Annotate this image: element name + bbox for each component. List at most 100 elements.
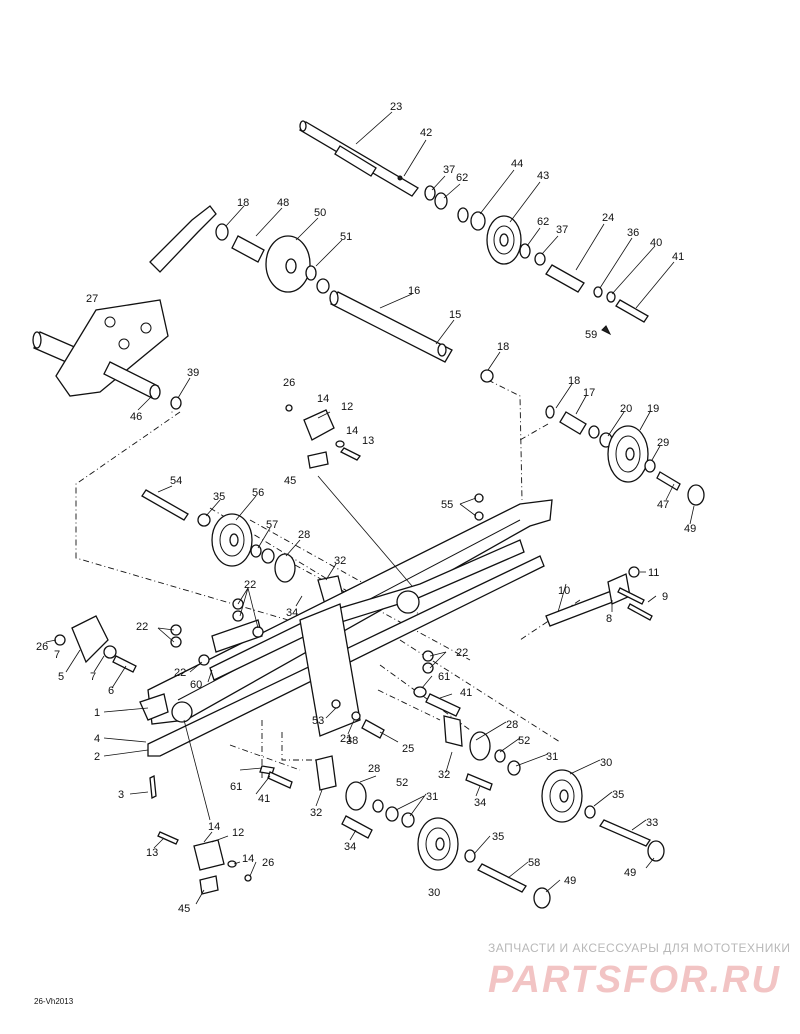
label-40: 40 [650,237,662,249]
label-14: 14 [317,393,329,405]
label-58: 58 [528,857,540,869]
label-22: 22 [244,579,256,591]
label-32: 32 [310,807,322,819]
drawing-code: 26-Vh2013 [34,997,74,1006]
label-19: 19 [647,403,659,415]
label-34: 34 [344,841,356,853]
label-1: 1 [94,707,100,719]
label-21: 21 [340,733,352,745]
label-18: 18 [568,375,580,387]
label-56: 56 [252,487,264,499]
label-52: 52 [396,777,408,789]
label-34: 34 [286,607,298,619]
label-10: 10 [558,585,570,597]
label-26: 26 [262,857,274,869]
label-42: 42 [420,127,432,139]
label-8: 8 [606,613,612,625]
label-35: 35 [612,789,624,801]
callout-labels: 23 42 37 62 44 43 62 37 24 36 40 41 59 1… [36,101,696,915]
label-60: 60 [190,679,202,691]
label-7: 7 [54,649,60,661]
label-44: 44 [511,158,523,170]
label-55: 55 [441,499,453,511]
label-12: 12 [341,401,353,413]
label-61: 61 [230,781,242,793]
label-7: 7 [90,671,96,683]
label-31: 31 [426,791,438,803]
label-31: 31 [546,751,558,763]
front-arm-bracket-27 [32,299,182,410]
label-22: 22 [456,647,468,659]
label-33: 33 [646,817,658,829]
fastener-group-22 [170,493,484,674]
label-22: 22 [174,667,186,679]
label-28: 28 [368,763,380,775]
label-35: 35 [213,491,225,503]
label-30: 30 [600,757,612,769]
label-6: 6 [108,685,114,697]
label-57: 57 [266,519,278,531]
label-50: 50 [314,207,326,219]
label-29: 29 [657,437,669,449]
label-18: 18 [237,197,249,209]
label-62: 62 [537,216,549,228]
stopper-block-lower [157,411,252,895]
front-bumper-block [54,615,137,673]
cross-shaft-16 [329,290,494,383]
label-14: 14 [346,425,358,437]
label-32: 32 [334,555,346,567]
label-23: 23 [390,101,402,113]
label-43: 43 [537,170,549,182]
label-61: 61 [438,671,450,683]
label-45: 45 [178,903,190,915]
callout-leaders [45,111,695,905]
label-41: 41 [460,687,472,699]
label-39: 39 [187,367,199,379]
label-9: 9 [662,591,668,603]
label-36: 36 [627,227,639,239]
watermark-logo: PARTSFOR.RU [488,959,781,1001]
label-41: 41 [672,251,684,263]
label-35: 35 [492,831,504,843]
label-24: 24 [602,212,614,224]
label-51: 51 [340,231,352,243]
label-5: 5 [58,671,64,683]
label-52: 52 [518,735,530,747]
label-48: 48 [277,197,289,209]
stopper-block-upper [285,404,361,469]
label-62: 62 [456,172,468,184]
label-46: 46 [130,411,142,423]
label-53: 53 [312,715,324,727]
rear-bracket-8 [545,566,653,627]
upper-idler-shaft-assembly [299,120,649,336]
label-3: 3 [118,789,124,801]
label-59: 59 [585,329,597,341]
label-16: 16 [408,285,420,297]
label-14: 14 [208,821,220,833]
label-34: 34 [474,797,486,809]
label-27: 27 [86,293,98,305]
label-30: 30 [428,887,440,899]
label-4: 4 [94,733,100,745]
label-49: 49 [624,867,636,879]
label-45: 45 [284,475,296,487]
label-37: 37 [556,224,568,236]
slide-rail-main [139,499,553,800]
label-32: 32 [438,769,450,781]
watermark-caption: ЗАПЧАСТИ И АКСЕССУАРЫ ДЛЯ МОТОТЕХНИКИ [488,941,790,955]
label-20: 20 [620,403,632,415]
label-54: 54 [170,475,182,487]
label-2: 2 [94,751,100,763]
lower-wheels-group [259,686,665,909]
label-47: 47 [657,499,669,511]
label-15: 15 [449,309,461,321]
label-14: 14 [242,853,254,865]
label-37: 37 [443,164,455,176]
label-26: 26 [36,641,48,653]
wheel-50-group [149,205,330,294]
label-49: 49 [564,875,576,887]
label-17: 17 [583,387,595,399]
label-28: 28 [298,529,310,541]
label-25: 25 [402,743,414,755]
